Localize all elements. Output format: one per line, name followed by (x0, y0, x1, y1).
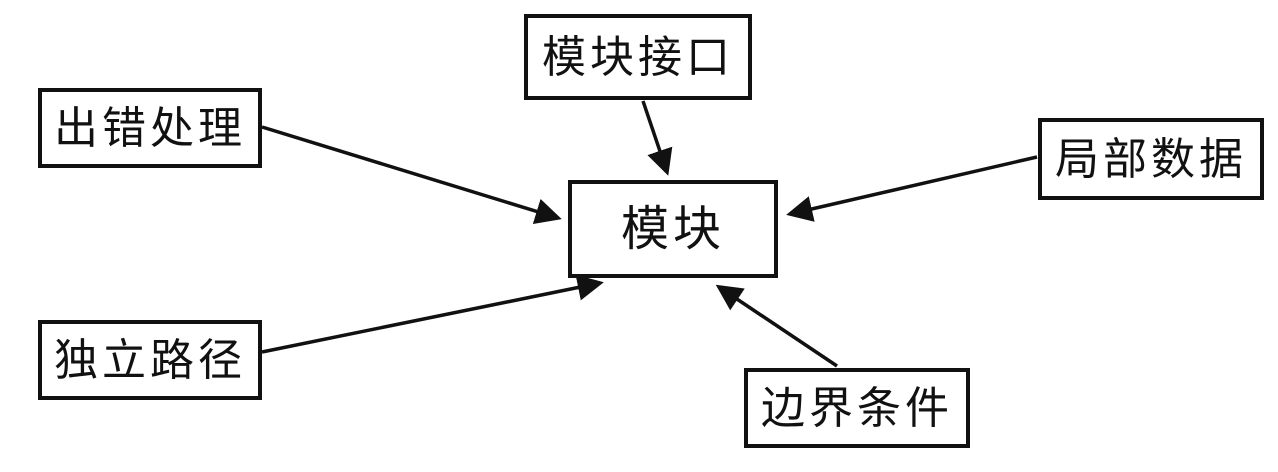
node-module-interface: 模块接口 (524, 14, 752, 100)
node-local-data: 局部数据 (1038, 118, 1264, 200)
node-boundary-conditions-label: 边界条件 (761, 384, 953, 433)
node-independent-path-label: 独立路径 (54, 336, 246, 385)
arrow-boundary-conditions-to-module (715, 284, 838, 368)
node-local-data-label: 局部数据 (1055, 135, 1247, 184)
node-error-handling-label: 出错处理 (54, 104, 246, 153)
node-error-handling: 出错处理 (38, 88, 262, 168)
node-independent-path: 独立路径 (38, 320, 262, 400)
node-boundary-conditions: 边界条件 (744, 368, 970, 448)
arrow-module-interface-to-module (641, 100, 673, 176)
node-module-interface-label: 模块接口 (542, 33, 734, 82)
arrow-local-data-to-module (786, 155, 1038, 222)
node-module-label: 模块 (620, 203, 725, 256)
node-module: 模块 (568, 180, 778, 278)
arrow-independent-path-to-module (261, 274, 604, 354)
arrow-error-handling-to-module (261, 125, 562, 224)
